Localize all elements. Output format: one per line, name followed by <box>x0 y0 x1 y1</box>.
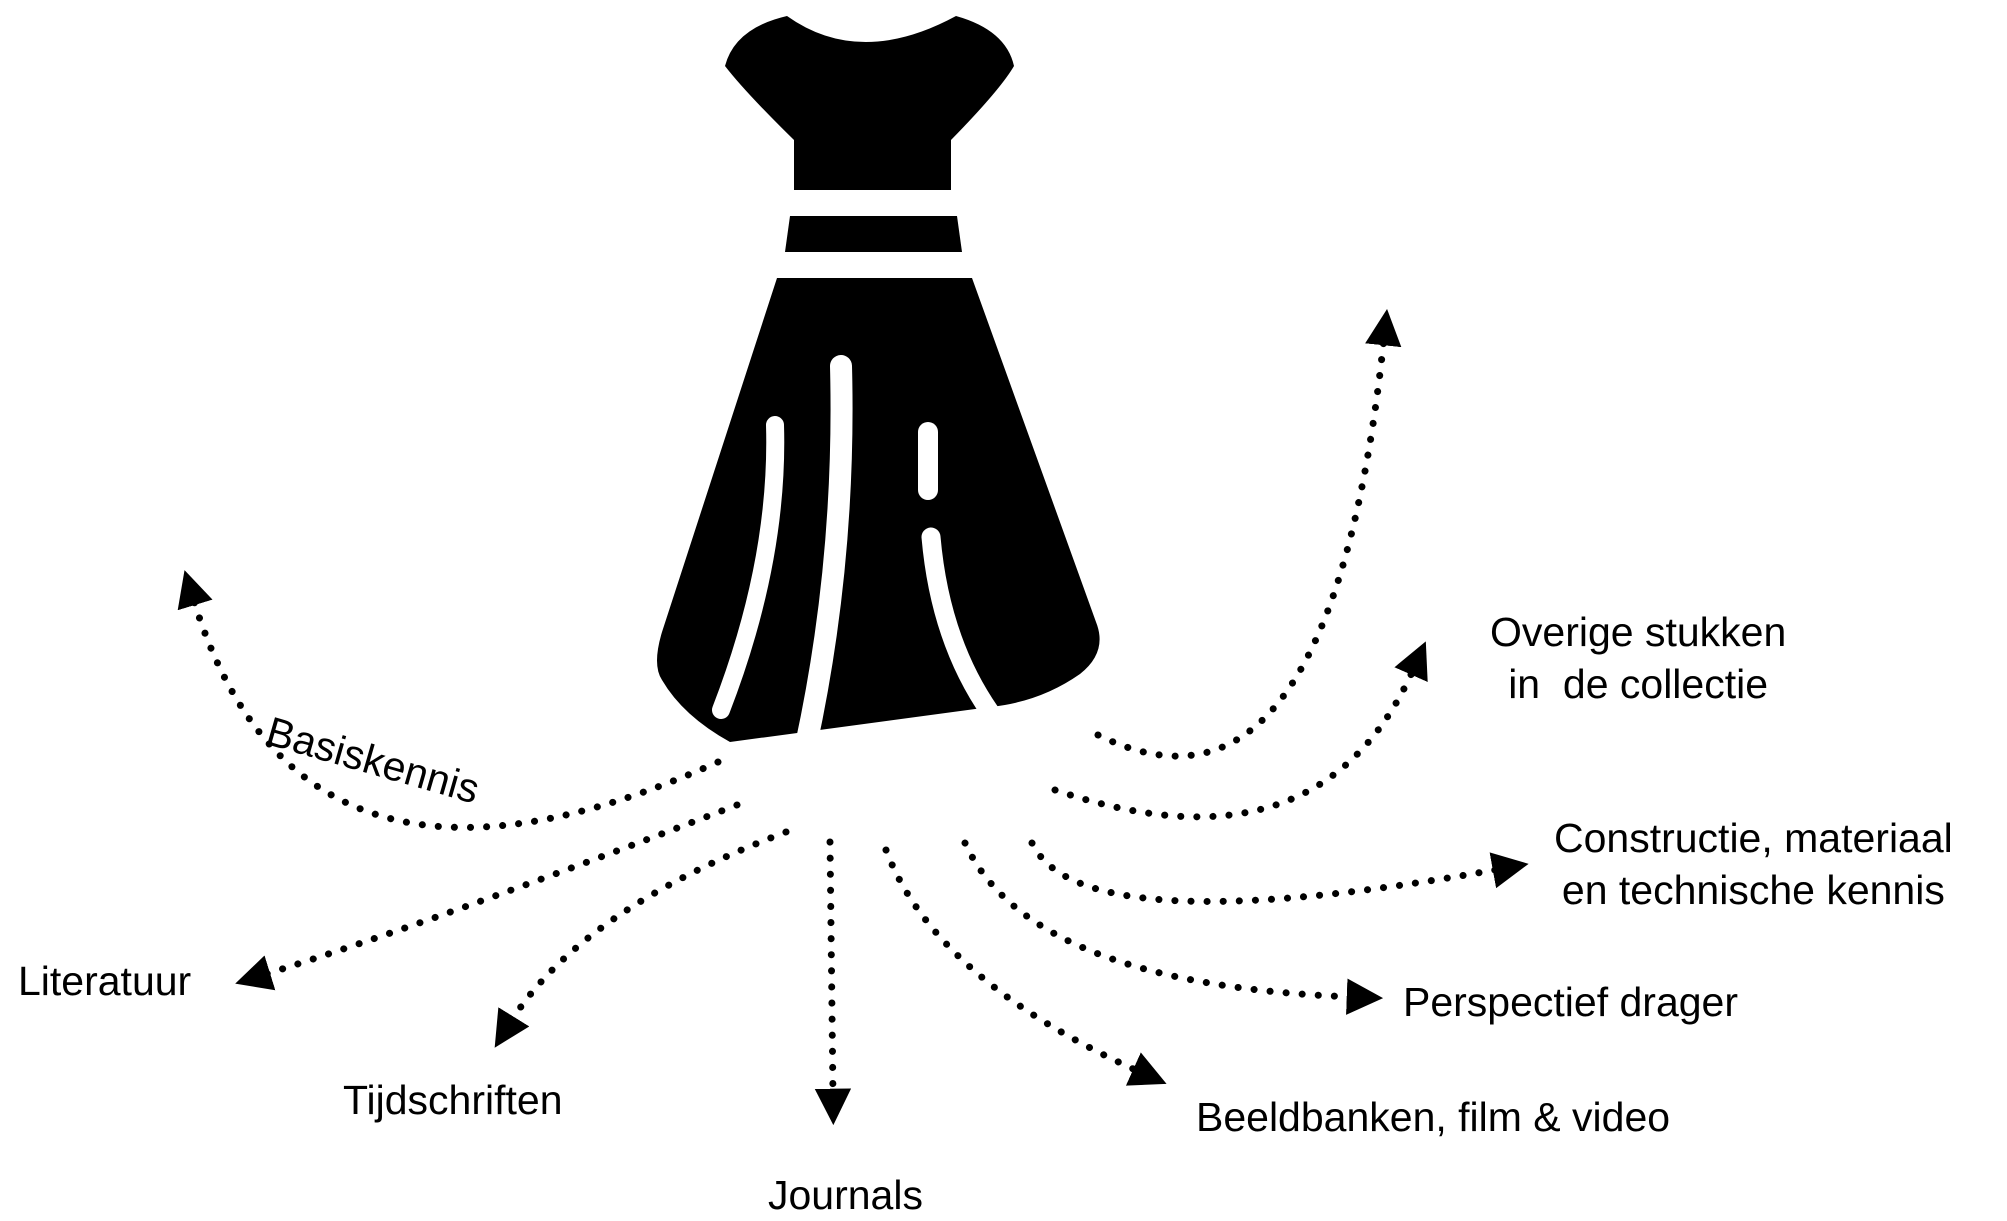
arrow-top <box>1094 309 1402 760</box>
label-overige: Overige stukken in de collectie <box>1490 606 1786 710</box>
arrow-constructie <box>1028 839 1529 905</box>
arrow-overige <box>1051 641 1428 821</box>
label-literatuur: Literatuur <box>18 958 192 1004</box>
label-overige-line1: Overige stukken <box>1490 609 1787 655</box>
arrow-literatuur <box>235 801 741 991</box>
label-tijdschriften: Tijdschriften <box>343 1077 563 1123</box>
arrow-perspectief <box>961 839 1384 1015</box>
label-constructie-line2: en technische kennis <box>1561 867 1945 913</box>
arrow-tijdschriften <box>494 828 790 1048</box>
dress-icon <box>657 16 1100 756</box>
label-constructie: Constructie, materiaal en technische ken… <box>1554 812 1953 916</box>
label-beeldbanken: Beeldbanken, film & video <box>1196 1094 1671 1140</box>
label-constructie-line1: Constructie, materiaal <box>1554 815 1953 861</box>
arrow-beeldbanken <box>882 846 1167 1086</box>
arrow-journals <box>814 838 852 1126</box>
label-overige-line2: in de collectie <box>1508 661 1769 707</box>
label-perspectief: Perspectief drager <box>1403 979 1739 1025</box>
arrow-basiskennis <box>177 570 722 831</box>
arrows <box>177 309 1529 1126</box>
label-journals: Journals <box>768 1172 923 1218</box>
